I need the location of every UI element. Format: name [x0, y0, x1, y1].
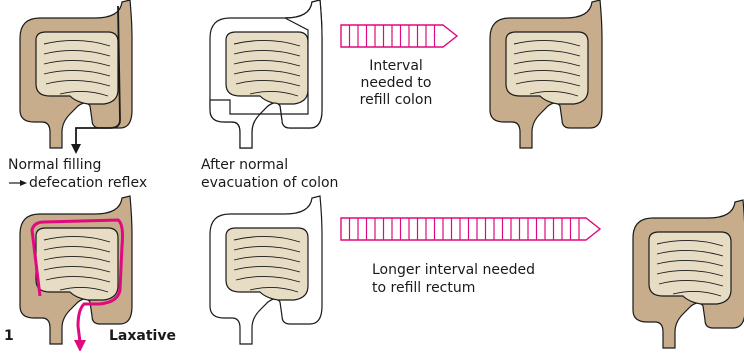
label-laxative: Laxative	[109, 328, 176, 345]
colon-normal-filling	[20, 0, 132, 154]
label-refill-colon: refill colon	[348, 92, 444, 109]
label-refill-rectum: to refill rectum	[372, 280, 475, 297]
label-after-normal: After normal	[201, 157, 288, 174]
panel-number: 1	[4, 328, 14, 345]
colon-empty	[210, 196, 322, 344]
striped-arrow-short	[341, 25, 457, 47]
label-interval: Interval	[360, 58, 432, 75]
label-normal-filling: Normal filling	[8, 157, 101, 174]
laxative-arrowhead	[74, 340, 86, 351]
striped-arrow-long	[341, 218, 600, 240]
reflex-arrow-icon	[9, 180, 27, 186]
striped-arrow-icon	[341, 218, 600, 240]
label-needed-to: needed to	[356, 75, 436, 92]
defecation-arrowhead	[71, 144, 81, 154]
colon-refilled-top	[490, 0, 602, 148]
label-defecation-reflex: defecation reflex	[29, 175, 147, 192]
colon-after-evacuation	[210, 0, 322, 148]
colon-refilled-bottom	[633, 200, 744, 348]
label-evacuation: evacuation of colon	[201, 175, 338, 192]
label-longer-interval: Longer interval needed	[372, 262, 535, 279]
